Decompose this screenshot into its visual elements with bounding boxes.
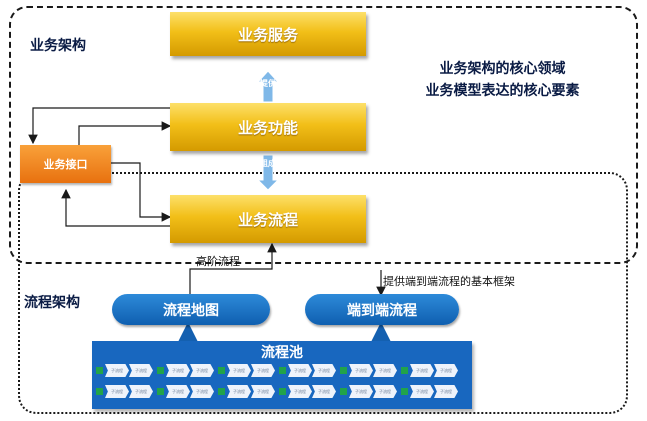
up-arrow-compose-label: 组成	[260, 159, 276, 168]
e2e-process-pill: 端到端流程	[305, 294, 459, 325]
connector-interface-to-function	[78, 121, 172, 148]
connector-interface-to-flow	[111, 162, 172, 222]
pool-cell-group: 子流程子流程	[279, 364, 336, 377]
pool-cell: 子流程	[349, 364, 373, 377]
pool-cell-marker	[401, 367, 408, 374]
pool-cell-marker	[157, 388, 164, 395]
pool-cell: 子流程	[129, 364, 153, 377]
e2e-framework-note: 提供端到端流程的基本框架	[383, 275, 515, 288]
connector-map-to-flow	[189, 242, 277, 295]
process-architecture-label: 流程架构	[24, 295, 80, 311]
business-interface-box: 业务接口	[20, 145, 111, 183]
connector-flow-to-interface	[61, 188, 172, 227]
pool-cell: 子流程	[410, 385, 434, 398]
pool-cell-group: 子流程子流程	[218, 385, 275, 398]
pool-cell-marker	[96, 388, 103, 395]
pool-cell: 子流程	[166, 385, 190, 398]
business-architecture-frame	[9, 6, 638, 264]
pool-cell: 子流程	[105, 385, 129, 398]
pool-cell-marker	[218, 388, 225, 395]
pool-cell: 子流程	[349, 385, 373, 398]
core-description: 业务架构的核心领域 业务模型表达的核心要素	[405, 58, 600, 102]
business-service-box: 业务服务	[170, 12, 366, 56]
business-architecture-label: 业务架构	[30, 38, 86, 54]
pool-cell-group: 子流程子流程	[401, 385, 458, 398]
up-arrow-provide-label: 提供	[260, 79, 276, 88]
up-arrow-provide: 提供	[260, 78, 276, 89]
pool-lane: 子流程子流程子流程子流程子流程子流程子流程子流程子流程子流程子流程子流程	[96, 364, 462, 377]
pool-cell: 子流程	[373, 385, 397, 398]
pool-cell: 子流程	[312, 364, 336, 377]
pool-cell: 子流程	[166, 364, 190, 377]
pool-cell-marker	[279, 367, 286, 374]
pool-cell: 子流程	[190, 385, 214, 398]
pool-cell: 子流程	[373, 364, 397, 377]
pool-cell: 子流程	[190, 364, 214, 377]
pool-cell-group: 子流程子流程	[340, 364, 397, 377]
pool-cell-marker	[218, 367, 225, 374]
pool-cell-marker	[96, 367, 103, 374]
pool-cell: 子流程	[251, 385, 275, 398]
core-description-line2: 业务模型表达的核心要素	[425, 83, 580, 99]
pool-cell-marker	[157, 367, 164, 374]
pool-cell-group: 子流程子流程	[96, 385, 153, 398]
pool-cell-group: 子流程子流程	[279, 385, 336, 398]
pool-cell-group: 子流程子流程	[218, 364, 275, 377]
process-pool-title: 流程池	[261, 345, 303, 361]
business-function-box: 业务功能	[170, 103, 366, 151]
pool-cell: 子流程	[288, 385, 312, 398]
pool-cell-group: 子流程子流程	[401, 364, 458, 377]
pool-cell-marker	[279, 388, 286, 395]
pool-cell-marker	[340, 388, 347, 395]
pool-cell: 子流程	[312, 385, 336, 398]
process-pool: 流程池 子流程子流程子流程子流程子流程子流程子流程子流程子流程子流程子流程子流程…	[92, 341, 472, 409]
process-map-pill: 流程地图	[112, 294, 270, 325]
pool-cell: 子流程	[227, 385, 251, 398]
up-arrow-provide-shape	[256, 70, 280, 103]
pool-cell-group: 子流程子流程	[96, 364, 153, 377]
core-description-line1: 业务架构的核心领域	[439, 61, 566, 77]
pool-lane: 子流程子流程子流程子流程子流程子流程子流程子流程子流程子流程子流程子流程	[96, 385, 462, 398]
pool-cell-group: 子流程子流程	[340, 385, 397, 398]
pool-cell: 子流程	[129, 385, 153, 398]
pool-cell-marker	[401, 388, 408, 395]
up-arrow-compose-shape	[256, 154, 280, 191]
pool-cell-group: 子流程子流程	[157, 364, 214, 377]
high-level-flow-label: 高阶流程	[196, 255, 240, 268]
pool-cell: 子流程	[105, 364, 129, 377]
process-architecture-frame	[18, 172, 628, 414]
pool-cell: 子流程	[410, 364, 434, 377]
business-flow-box: 业务流程	[170, 195, 366, 243]
pool-cell: 子流程	[251, 364, 275, 377]
pool-cell: 子流程	[288, 364, 312, 377]
up-arrow-compose: 组成	[260, 158, 276, 169]
pool-cell: 子流程	[434, 385, 458, 398]
connector-function-to-interface	[28, 107, 172, 145]
pool-cell-marker	[340, 367, 347, 374]
pool-cell-group: 子流程子流程	[157, 385, 214, 398]
pool-cell: 子流程	[227, 364, 251, 377]
pool-cell: 子流程	[434, 364, 458, 377]
